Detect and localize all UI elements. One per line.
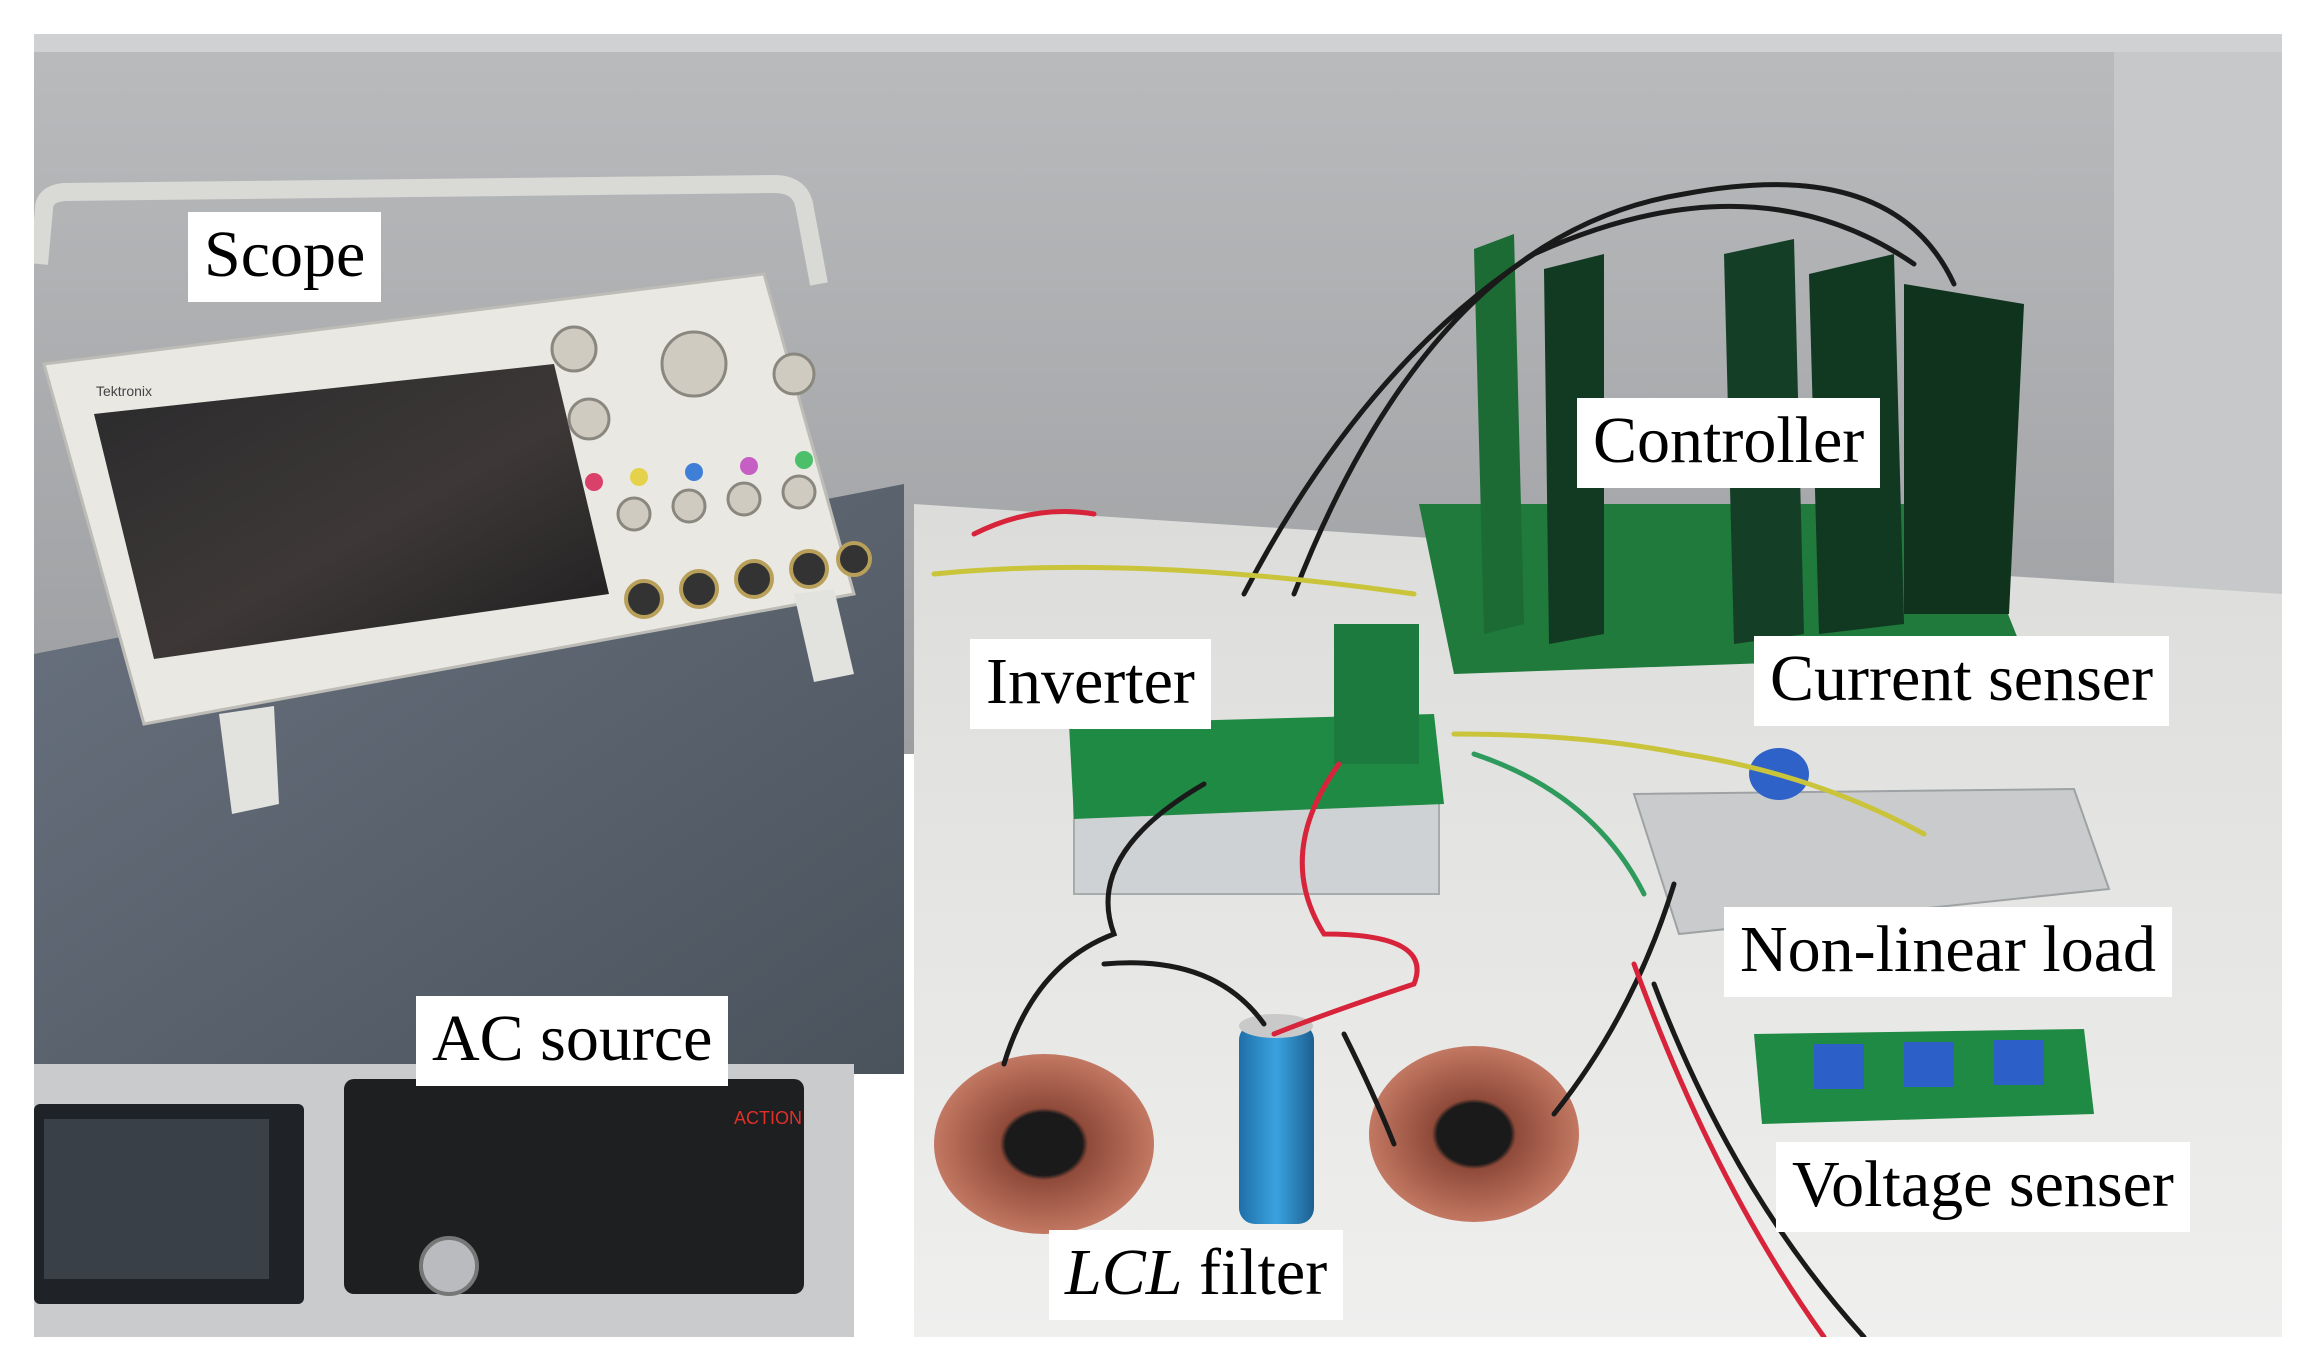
inverter-assembly (1069, 624, 1444, 895)
scope-brand: Tektronix (96, 383, 152, 399)
scope-bnc-inputs (624, 541, 872, 619)
lab-setup-photo: ACTION (34, 34, 2282, 1337)
non-linear-load-heatsink (1632, 787, 2111, 936)
label-controller: Controller (1577, 398, 1881, 488)
inverter-driver-board (1334, 624, 1419, 764)
scope-screen (94, 364, 609, 659)
ac-source-display-glass (44, 1119, 269, 1279)
controller-card-1 (1474, 234, 1524, 634)
photo-drawing: ACTION (34, 34, 2282, 1337)
controller-rack (1419, 234, 2024, 674)
label-inverter: Inverter (970, 639, 1211, 729)
label-ac-source: AC source (416, 996, 729, 1086)
label-scope: Scope (188, 212, 382, 302)
voltage-sensor-relay-1 (1814, 1044, 1864, 1089)
scope-channel-buttons (585, 451, 813, 491)
lcl-capacitor-top (1239, 1014, 1313, 1038)
voltage-sensor-relay-2 (1904, 1042, 1954, 1087)
label-voltage-senser: Voltage senser (1776, 1142, 2190, 1232)
voltage-sensor-relay-3 (1994, 1040, 2044, 1085)
cabinet-top-edge (34, 34, 2282, 52)
scope-handle (34, 174, 828, 286)
wires (931, 182, 1957, 1337)
ac-source-knob (419, 1236, 479, 1296)
scope-knobs (550, 325, 817, 532)
label-current-senser: Current senser (1754, 636, 2170, 726)
label-lcl-filter-italic: LCL (1065, 1236, 1183, 1309)
lcl-inductor-left (934, 1054, 1154, 1234)
lcl-inductor-right (1369, 1046, 1579, 1222)
controller-card-2 (1544, 254, 1604, 644)
scope-foot-right (794, 589, 854, 682)
label-lcl-filter-rest: filter (1182, 1236, 1328, 1309)
lcl-capacitor (1239, 1024, 1314, 1224)
ac-source-brand: ACTION (734, 1108, 802, 1128)
oscilloscope: Tektronix (34, 174, 872, 814)
scope-foot-left (219, 706, 279, 814)
label-lcl-filter: LCL filter (1049, 1230, 1344, 1320)
label-non-linear-load: Non-linear load (1724, 907, 2173, 997)
controller-card-5 (1904, 284, 2024, 614)
